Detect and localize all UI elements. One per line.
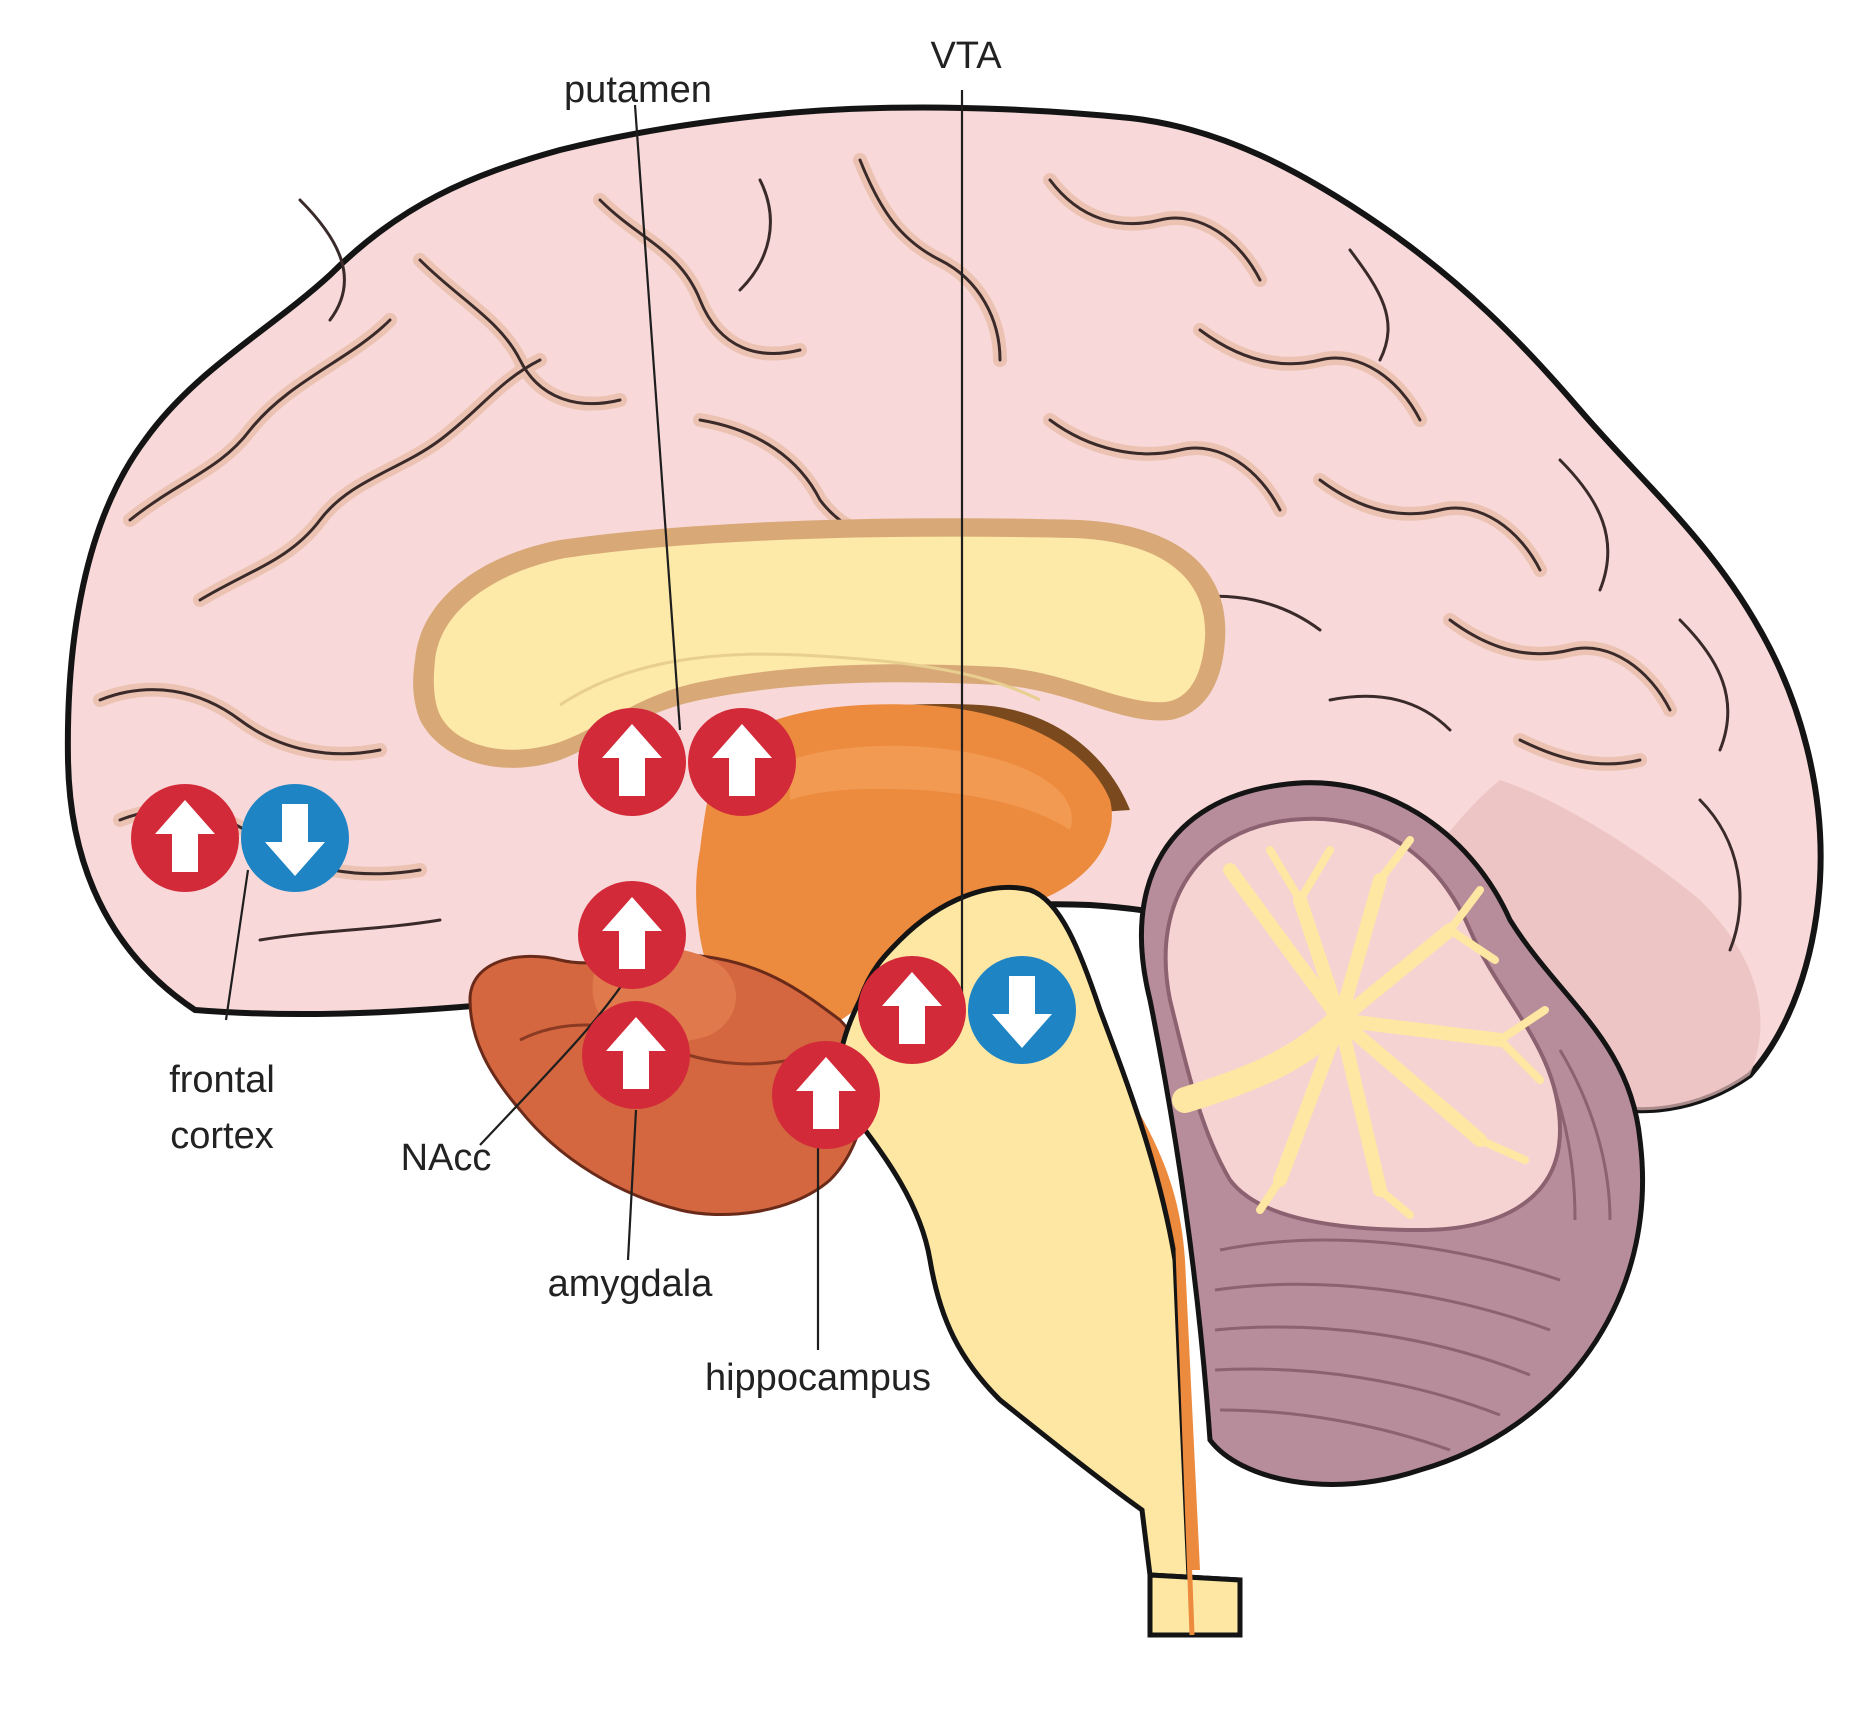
arrow-up-icon bbox=[796, 1057, 856, 1129]
nacc-leader bbox=[479, 969, 633, 1146]
label-hippocampus: hippocampus bbox=[705, 1357, 931, 1399]
frontal-cortex-leader bbox=[224, 869, 250, 1021]
callosum-body bbox=[433, 536, 1206, 750]
label-putamen: putamen bbox=[564, 69, 712, 111]
label-vta: VTA bbox=[930, 35, 1002, 77]
arbor-vitae bbox=[1172, 836, 1549, 1219]
label-frontal-cortex-line1: frontal bbox=[169, 1059, 275, 1101]
label-nacc: NAcc bbox=[401, 1137, 492, 1179]
fornix bbox=[559, 652, 1041, 707]
putamen-leader bbox=[633, 104, 682, 731]
hippocampus-increase-marker bbox=[772, 1041, 880, 1149]
region-labels: putamen VTA frontal cortex NAcc amygdala… bbox=[169, 35, 1002, 1399]
corpus-callosum bbox=[413, 518, 1226, 768]
cerebellum-folia bbox=[1214, 1019, 1612, 1452]
spinal-canal bbox=[1175, 1249, 1195, 1636]
arrow-up-icon bbox=[712, 724, 772, 796]
vta-increase-marker bbox=[858, 956, 966, 1064]
nacc-increase-marker bbox=[578, 881, 686, 989]
putamen-increase-marker bbox=[578, 708, 686, 816]
label-amygdala: amygdala bbox=[548, 1263, 714, 1305]
label-frontal-cortex-line2: cortex bbox=[170, 1115, 273, 1157]
arrow-up-icon bbox=[155, 800, 215, 872]
arrow-up-icon bbox=[606, 1017, 666, 1089]
putamen-increase-marker bbox=[688, 708, 796, 816]
arrow-down-icon bbox=[265, 804, 325, 876]
arrow-up-icon bbox=[602, 724, 662, 796]
arrow-up-icon bbox=[882, 972, 942, 1044]
medulla bbox=[1147, 1572, 1243, 1638]
frontal-cortex-increase-marker bbox=[131, 784, 239, 892]
vta-decrease-marker bbox=[968, 956, 1076, 1064]
thalamus-highlight bbox=[790, 745, 1072, 830]
cerebellum bbox=[1139, 780, 1646, 1487]
arrow-down-icon bbox=[992, 976, 1052, 1048]
marker-layer bbox=[131, 708, 1076, 1149]
amygdala-increase-marker bbox=[582, 1001, 690, 1109]
leader-lines bbox=[224, 90, 964, 1350]
frontal-cortex-decrease-marker bbox=[241, 784, 349, 892]
amygdala-leader bbox=[626, 1109, 638, 1261]
arrow-up-icon bbox=[602, 897, 662, 969]
